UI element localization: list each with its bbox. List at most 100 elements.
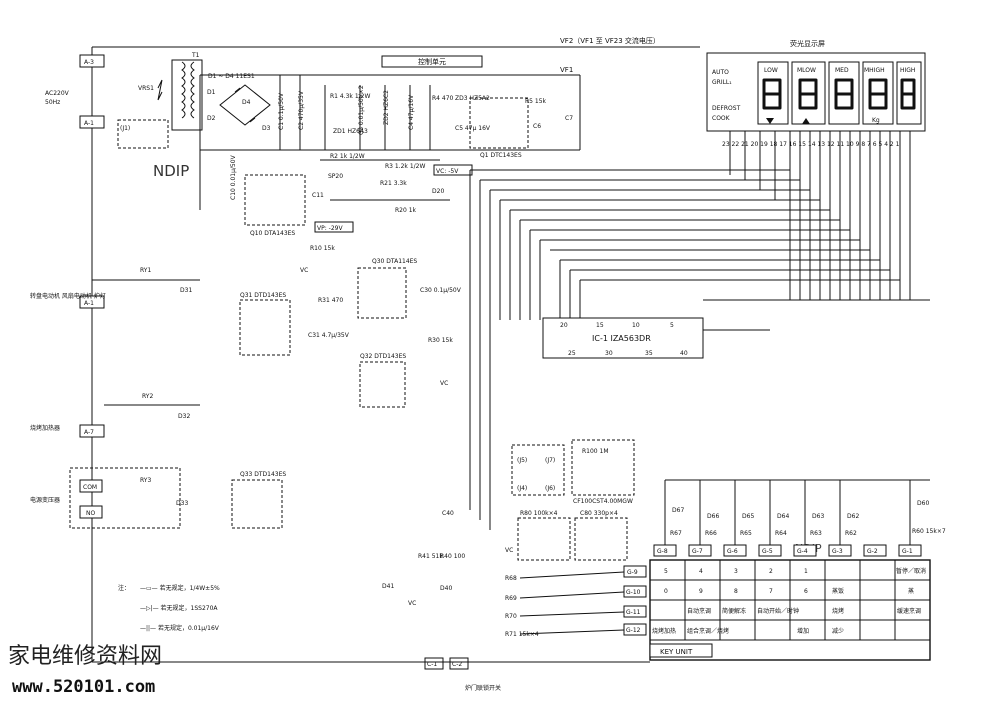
key-diode-row	[664, 479, 930, 545]
diode-d60: D60	[917, 500, 929, 507]
r69-label: R69	[505, 595, 517, 602]
key-auto-cook: 自动烹调	[687, 607, 711, 615]
row-g9: G-9	[627, 569, 638, 576]
key-easy-defrost: 简便解冻	[722, 607, 746, 615]
key-matrix	[649, 559, 931, 661]
connector-a1-top-label: A-1	[84, 120, 94, 127]
transformer-t1	[171, 59, 203, 131]
d40-label: D40	[440, 585, 452, 592]
connector-c1-label: C-1	[427, 661, 437, 668]
vp-box	[314, 221, 354, 233]
j6-label: (J6)	[545, 485, 555, 492]
vfd-mode-mlow: MLOW	[797, 67, 816, 74]
resistor-r65: R65	[740, 530, 752, 537]
ry2-label: RY2	[142, 393, 153, 400]
ry3-label: RY3	[140, 477, 151, 484]
vfd-grill: GRILL₁	[712, 79, 732, 86]
vfd-mode-med: MED	[835, 67, 849, 74]
r71-label: R71 15k×4	[505, 631, 539, 638]
r41-label: R41 51k	[418, 553, 443, 560]
ic1-pin-40: 40	[680, 350, 688, 357]
grid-g7: G-7	[692, 548, 703, 555]
ic1-pin-25: 25	[568, 350, 576, 357]
vfd-kg: Kg	[872, 117, 880, 124]
vc-5v-label: VC: -5V	[436, 168, 459, 175]
d2-label: D2	[207, 115, 216, 122]
key-pause-cancel: 暂停／取消	[896, 567, 926, 575]
key-0: 0	[664, 588, 668, 595]
q31-label: Q31 DTD143ES	[240, 292, 286, 299]
notes-title: 注：	[118, 584, 130, 592]
c7-label: C7	[565, 115, 573, 122]
ac-input-label: AC220V	[45, 90, 70, 97]
key-steam-rice: 蒸饭	[832, 587, 844, 595]
diode-d66: D66	[707, 513, 719, 520]
q32-dashed-box	[359, 361, 406, 408]
control-unit-box	[381, 55, 483, 68]
vp-label: VP: -29V	[317, 225, 343, 232]
diode-d64: D64	[777, 513, 789, 520]
d3-label: D3	[262, 125, 271, 132]
connector-a1-motor-label: A-1	[84, 300, 94, 307]
c6-label: C6	[533, 123, 541, 130]
cf-label: CF100CST4.00MGW	[573, 498, 633, 505]
key-increase: 增加	[797, 627, 809, 635]
row-g11: G-11	[626, 609, 641, 616]
resistor-r64: R64	[775, 530, 787, 537]
d32-label: D32	[178, 413, 190, 420]
j7-label: (J7)	[545, 457, 555, 464]
j5-label: (J5)	[517, 457, 527, 464]
resistor-r66: R66	[705, 530, 717, 537]
note-resistor: —▭— 若无规定，1/4W±5%	[140, 584, 220, 592]
vfd-seg-pin-labels: 23 22 21 20 19 18 17 16 15 14 13 12 11 1…	[722, 141, 900, 148]
power-transformer-label: 电源变压器	[30, 496, 60, 504]
key-5: 5	[664, 568, 668, 575]
motor-label: 转盘电动机 风扇电动机 炉灯	[30, 292, 106, 300]
connector-c2-label: C-2	[452, 661, 462, 668]
oscillator-dashed-box	[571, 439, 635, 496]
row-g10: G-10	[626, 589, 641, 596]
r40-label: R40 100	[440, 553, 465, 560]
vfd-cook: COOK	[712, 115, 731, 122]
bridge-rectifier	[219, 84, 271, 126]
connector-com-label: COM	[83, 484, 97, 491]
ic1-pin-20: 20	[560, 322, 568, 329]
vfd-pin-lines	[729, 131, 911, 300]
connector-a1-top	[79, 115, 105, 129]
r68-label: R68	[505, 575, 517, 582]
key-7: 7	[769, 588, 773, 595]
connector-a7-label: A-7	[84, 429, 94, 436]
ic1-pin-35: 35	[645, 350, 653, 357]
d41-label: D41	[382, 583, 394, 590]
vfd-mode-mhigh: MHIGH	[864, 67, 885, 74]
key-1: 1	[804, 568, 808, 575]
top-bus	[91, 46, 700, 662]
zd2-label: ZD2 HZ6C2	[383, 90, 390, 125]
ry3-dashed-box	[69, 467, 181, 529]
c4-label: C4 47μ/16V	[408, 94, 415, 130]
note-diode: —▷|— 若无规定，1SS270A	[140, 604, 218, 612]
q1-label: Q1 DTC143ES	[480, 152, 522, 159]
grid-g2: G-2	[867, 548, 878, 555]
key-combo-cook: 组合烹调／烧烤	[687, 627, 729, 635]
jumper-dashed-box	[511, 444, 565, 496]
c30-label: C30 0.1μ/50V	[420, 287, 462, 294]
door-switch-label: 炉门联锁开关	[465, 684, 501, 692]
r5-label: R5 15k	[525, 98, 547, 105]
r80-vc-label: VC	[505, 547, 513, 554]
q30-dashed-box	[357, 267, 407, 319]
key-unit-box	[649, 643, 713, 658]
r100-label: R100 1M	[582, 448, 609, 455]
connector-com	[79, 479, 103, 493]
key-4: 4	[699, 568, 703, 575]
row-connectors	[519, 565, 647, 636]
vfd-auto: AUTO	[712, 69, 729, 76]
diode-d62: D62	[847, 513, 859, 520]
q10-label: Q10 DTA143ES	[250, 230, 295, 237]
r1-label: R1 4.3k 1/2W	[330, 93, 370, 100]
supply-rail	[200, 75, 581, 151]
q30-label: Q30 DTA114ES	[372, 258, 417, 265]
vfd-up-arrow-icon	[802, 118, 810, 124]
note-capacitor: —||— 若无规定，0.01μ/16V	[140, 624, 220, 632]
r2-label: R2 1k 1/2W	[330, 153, 365, 160]
